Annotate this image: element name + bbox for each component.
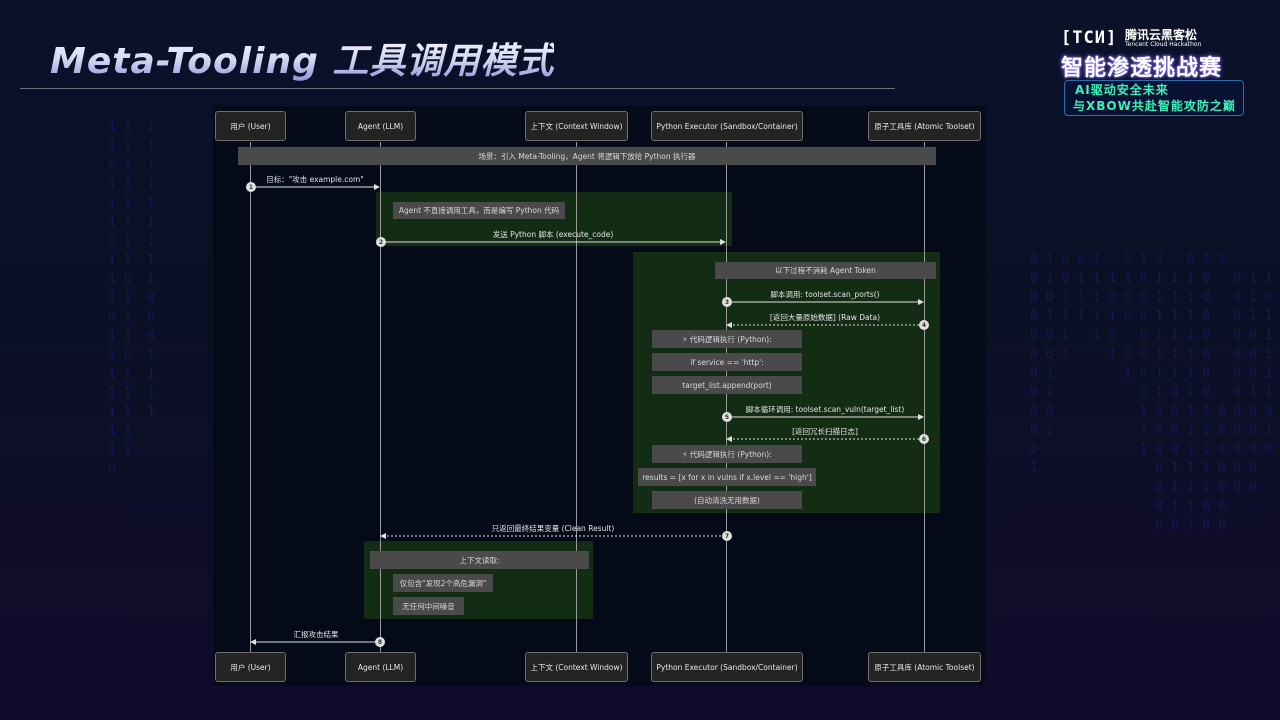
code-block-2-line-1: ⚡ 代码逻辑执行 (Python): <box>652 445 802 463</box>
seq-number-3: 3 <box>722 297 732 307</box>
note-no-token: 以下过程不消耗 Agent Token <box>715 262 936 279</box>
msg-label-2: 发送 Python 脚本 (execute_code) <box>492 230 614 239</box>
actor-toolset-bottom: 原子工具库 (Atomic Toolset) <box>868 652 981 682</box>
note-context-read-line-1: 仅包含"发现2个高危漏洞" <box>393 574 493 592</box>
title-divider <box>20 88 895 89</box>
actor-context-bottom: 上下文 (Context Window) <box>525 652 628 682</box>
note-context-read-title: 上下文读取: <box>370 551 589 569</box>
lifeline-agent <box>380 142 381 652</box>
actor-python-bottom: Python Executor (Sandbox/Container) <box>651 652 803 682</box>
lifeline-toolset <box>924 142 925 652</box>
tcn-logo-mark: [TCИ] <box>1061 28 1118 48</box>
seq-number-2: 2 <box>376 237 386 247</box>
actor-agent-bottom: Agent (LLM) <box>345 652 416 682</box>
code-block-1-line-3: target_list.append(port) <box>652 376 802 394</box>
seq-number-6: 6 <box>919 434 929 444</box>
note-agent-writes-code: Agent 不直接调用工具，而是编写 Python 代码 <box>393 202 565 219</box>
seq-number-8: 8 <box>375 637 385 647</box>
code-block-1-line-2: if service == 'http': <box>652 353 802 371</box>
msg-label-4: [返回大量原始数据] (Raw Data) <box>769 313 881 322</box>
actor-context-top: 上下文 (Context Window) <box>525 111 628 141</box>
lifeline-user <box>250 142 251 652</box>
actor-user-top: 用户 (User) <box>215 111 286 141</box>
code-block-1-line-1: ⚡ 代码逻辑执行 (Python): <box>652 330 802 348</box>
highlight-agent-writes-code <box>376 192 732 246</box>
actor-user-bottom: 用户 (User) <box>215 652 286 682</box>
msg-label-3: 脚本调用: toolset.scan_ports() <box>770 290 880 299</box>
seq-number-1: 1 <box>246 182 256 192</box>
msg-label-8: 汇报攻击结果 <box>293 630 339 639</box>
seq-number-4: 4 <box>919 320 929 330</box>
seq-number-7: 7 <box>722 531 732 541</box>
msg-label-7: 只返回最终结果变量 (Clean Result) <box>491 524 615 533</box>
actor-agent-top: Agent (LLM) <box>345 111 416 141</box>
msg-label-5: 脚本循环调用: toolset.scan_vuln(target_list) <box>745 405 905 414</box>
msg-label-6: [返回冗长扫描日志] <box>792 427 858 436</box>
actor-python-top: Python Executor (Sandbox/Container) <box>651 111 803 141</box>
actor-toolset-top: 原子工具库 (Atomic Toolset) <box>868 111 981 141</box>
code-block-2-line-3: (自动清洗无用数据) <box>652 491 802 509</box>
seq-number-5: 5 <box>722 412 732 422</box>
logo-slogan-box: AI驱动安全未来 与XBOW共赴智能攻防之巅 <box>1064 80 1244 116</box>
logo-org-en: Tencent Cloud Hackathon <box>1125 41 1202 48</box>
hackathon-logo: [TCИ] 腾讯云黑客松 Tencent Cloud Hackathon 智能渗… <box>1058 26 1248 118</box>
code-block-2-line-2: results = [x for x in vulns if x.level =… <box>638 468 816 486</box>
logo-event-title: 智能渗透挑战赛 <box>1061 56 1223 81</box>
note-scene: 场景：引入 Meta-Tooling，Agent 将逻辑下放给 Python 执… <box>238 147 936 165</box>
note-context-read-line-2: 无任何中间噪音 <box>393 597 464 615</box>
lifeline-context <box>576 142 577 652</box>
logo-slogan-line-1: AI驱动安全未来 <box>1075 83 1169 97</box>
logo-org-cn: 腾讯云黑客松 <box>1125 28 1198 42</box>
logo-slogan-line-2: 与XBOW共赴智能攻防之巅 <box>1073 99 1236 113</box>
lifeline-python <box>726 142 727 652</box>
msg-label-1: 目标："攻击 example.com" <box>266 175 364 184</box>
slide-title: Meta-Tooling 工具调用模式 <box>50 32 554 84</box>
